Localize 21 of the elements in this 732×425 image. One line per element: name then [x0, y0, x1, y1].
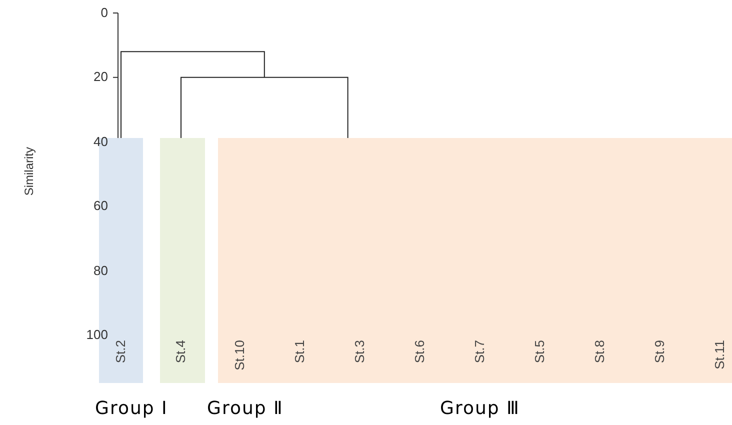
- leaf-label: St.9: [653, 340, 667, 364]
- tick-label: 0: [100, 5, 108, 20]
- group-label: Group Ⅱ: [207, 398, 284, 419]
- leaf-label: St.10: [233, 340, 247, 370]
- group-label: Group Ⅲ: [440, 398, 520, 419]
- axis-title: Similarity: [22, 147, 36, 196]
- leaf-label: St.7: [473, 340, 487, 364]
- tick-label: 40: [92, 134, 108, 149]
- leaf-label: St.4: [174, 340, 188, 364]
- leaf-label: St.11: [713, 340, 727, 370]
- leaf-label: St.2: [114, 340, 128, 364]
- leaf-label: St.8: [593, 340, 607, 364]
- leaf-label: St.6: [413, 340, 427, 364]
- leaf-label: St.3: [353, 340, 367, 364]
- tick-label: 100: [85, 327, 108, 342]
- tick-label: 20: [92, 69, 108, 84]
- group-label: Group Ⅰ: [95, 398, 168, 419]
- tick-label: 80: [92, 262, 108, 278]
- tick-label: 60: [92, 198, 108, 214]
- leaf-label: St.1: [293, 340, 307, 364]
- leaf-label: St.5: [533, 340, 547, 364]
